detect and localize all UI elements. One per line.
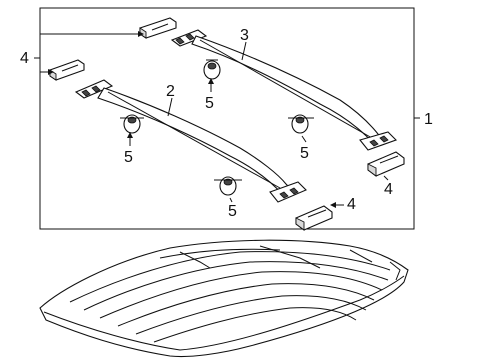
callout-5-c: 5 <box>300 145 309 162</box>
leader-4-lower <box>39 58 48 73</box>
callout-4-upper-left: 4 <box>20 50 29 67</box>
leader-2 <box>167 97 173 117</box>
callout-5-a: 5 <box>205 95 214 112</box>
callout-4-right-middle: 4 <box>384 181 393 198</box>
fastener-b <box>120 114 144 134</box>
end-cover-right-middle <box>367 151 405 177</box>
arrow-head <box>138 31 144 37</box>
arrow-head <box>48 69 54 75</box>
fastener-c <box>288 114 314 134</box>
fastener-d <box>214 176 242 196</box>
end-cover-upper-a <box>139 17 177 39</box>
callout-1: 1 <box>424 111 433 128</box>
arrow-head <box>208 78 214 84</box>
arrow-head <box>127 132 133 138</box>
callout-2: 2 <box>166 83 175 100</box>
front-crossbar <box>74 79 307 203</box>
leader-5-d <box>229 197 233 203</box>
end-cover-upper-b <box>49 59 85 81</box>
callout-5-d: 5 <box>228 203 237 220</box>
arrow-head <box>330 202 336 208</box>
leader-4-right-middle <box>383 175 389 181</box>
roof-panel <box>39 239 409 358</box>
callout-5-b: 5 <box>124 149 133 166</box>
end-cover-right-lower <box>295 205 333 231</box>
leader-3 <box>241 41 247 61</box>
leader-4-upper <box>34 33 138 59</box>
fastener-a <box>203 59 221 80</box>
rear-crossbar <box>170 29 398 151</box>
callout-3: 3 <box>240 27 249 44</box>
callout-4-right-lower: 4 <box>347 196 356 213</box>
leader-5-c <box>301 135 307 143</box>
